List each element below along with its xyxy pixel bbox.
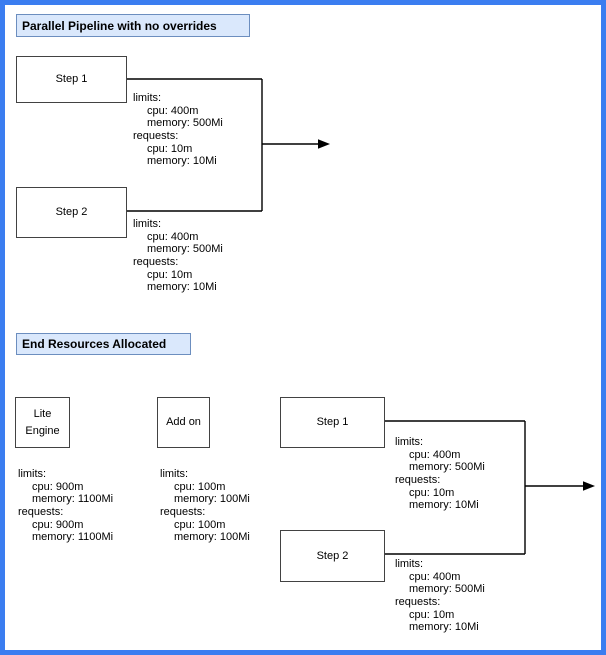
resource-line: cpu: 10m [409,608,455,621]
node-label: Step 1 [55,73,88,85]
resource-line: requests: [395,596,441,609]
resource-line: cpu: 10m [147,142,193,155]
resource-line: memory: 500Mi [409,461,485,474]
node-label: Engine [25,424,60,437]
resource-line: memory: 10Mi [409,499,479,512]
resource-line: cpu: 400m [409,570,461,583]
resource-text-lite-engine: limits: cpu: 900m memory: 1100Mi request… [18,468,113,544]
bottom-connector-group [385,420,584,555]
resource-text-step1-top: limits: cpu: 400m memory: 500Mi requests… [133,92,223,168]
resource-line: requests: [395,474,441,487]
resource-line: cpu: 900m [32,518,84,531]
resource-line: limits: [18,468,47,480]
resource-text-step2-bottom: limits: cpu: 400m memory: 500Mi requests… [395,558,485,634]
resource-text-step1-bottom: limits: cpu: 400m memory: 500Mi requests… [395,436,485,512]
resource-line: limits: [395,558,424,570]
top-arrowhead-icon [318,139,330,149]
resource-line: memory: 10Mi [147,281,217,294]
node-step2-bottom: Step 2 [280,530,385,582]
node-label: Lite [33,407,52,420]
resource-line: memory: 100Mi [174,493,250,506]
node-lite-engine: Lite Engine [15,397,70,448]
node-step1-top: Step 1 [16,56,127,103]
resource-line: requests: [160,506,206,519]
resource-line: cpu: 900m [32,480,84,493]
resource-text-add-on: limits: cpu: 100m memory: 100Mi requests… [160,468,250,544]
resource-text-step2-top: limits: cpu: 400m memory: 500Mi requests… [133,218,223,294]
resource-line: limits: [395,436,424,448]
resource-line: memory: 100Mi [174,531,250,544]
resource-line: cpu: 10m [147,268,193,281]
node-step1-bottom: Step 1 [280,397,385,448]
node-label: Step 2 [316,549,349,562]
resource-line: memory: 1100Mi [32,531,114,544]
node-label: Step 1 [316,416,349,428]
resource-line: cpu: 400m [147,104,199,117]
resource-line: limits: [160,468,189,480]
resource-line: requests: [18,506,64,519]
resource-line: cpu: 10m [409,486,455,499]
resource-line: cpu: 400m [147,230,199,243]
resource-line: memory: 10Mi [147,155,217,168]
resource-line: requests: [133,256,179,269]
node-step2-top: Step 2 [16,187,127,238]
node-add-on: Add on [157,397,210,448]
resource-line: memory: 500Mi [147,243,223,256]
resource-line: memory: 500Mi [147,117,223,130]
resource-line: limits: [133,218,162,230]
top-section-title: Parallel Pipeline with no overrides [16,14,250,37]
resource-line: cpu: 100m [174,518,226,531]
resource-line: limits: [133,92,162,104]
resource-line: memory: 10Mi [409,621,479,634]
resource-line: cpu: 400m [409,448,461,461]
resource-line: memory: 500Mi [409,583,485,596]
resource-line: cpu: 100m [174,480,226,493]
top-connector-group [127,78,319,212]
node-label: Add on [166,416,201,428]
node-label: Step 2 [55,206,88,218]
resource-line: requests: [133,130,179,143]
bottom-arrowhead-icon [583,481,595,491]
bottom-section-title: End Resources Allocated [16,333,191,355]
resource-line: memory: 1100Mi [32,493,114,506]
